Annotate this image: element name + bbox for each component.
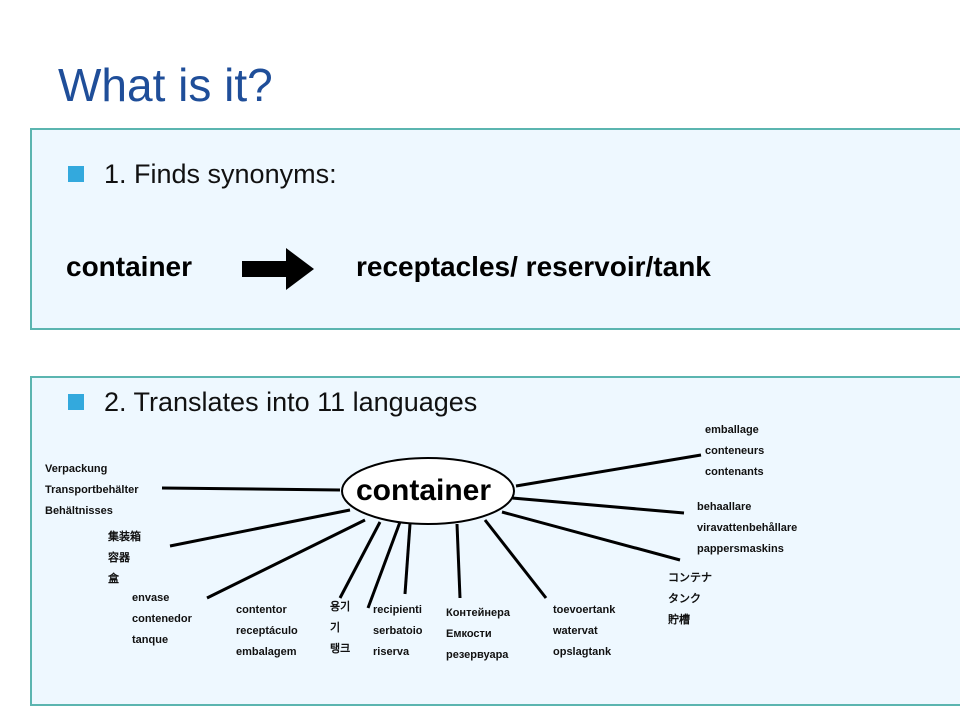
- translation-word: Transportbehälter: [45, 484, 139, 496]
- connector-line-italian: [403, 523, 412, 595]
- translation-word: contenants: [705, 466, 764, 478]
- translation-word: toevoertank: [553, 604, 616, 616]
- connector-line-dutch: [483, 519, 548, 599]
- translation-word: watervat: [553, 625, 598, 637]
- translation-word: Verpackung: [45, 463, 108, 475]
- translation-word: резервуара: [446, 649, 509, 661]
- translation-word: コンテナ: [668, 572, 712, 584]
- translation-word: conteneurs: [705, 445, 765, 457]
- translation-word: tanque: [132, 634, 169, 646]
- connector-line-spanish: [206, 518, 366, 600]
- synonyms-panel: [30, 128, 960, 330]
- translation-word: embalagem: [236, 646, 297, 658]
- translation-group-portuguese: contentor receptáculo embalagem: [236, 600, 298, 663]
- connector-line-swedish: [511, 496, 685, 515]
- translation-word: Behältnisses: [45, 505, 113, 517]
- translation-word: Емкости: [446, 628, 492, 640]
- slide-title: What is it?: [58, 59, 273, 111]
- translation-word: behaallare: [697, 501, 752, 513]
- translation-word: receptáculo: [236, 625, 298, 637]
- connector-line-japanese: [501, 510, 681, 562]
- translation-word: riserva: [373, 646, 410, 658]
- synonyms-heading: 1. Finds synonyms:: [104, 159, 337, 189]
- translation-word: 盒: [108, 573, 119, 585]
- translation-group-swedish: behaallare viravattenbehållare pappersma…: [697, 497, 797, 560]
- translation-word: emballage: [705, 424, 759, 436]
- bullet-square-icon: [68, 166, 84, 182]
- translation-word: Контейнера: [446, 607, 510, 619]
- translation-word: opslagtank: [553, 646, 612, 658]
- center-word: container: [356, 474, 492, 507]
- translation-word: contentor: [236, 604, 287, 616]
- connector-line-chinese: [169, 508, 351, 548]
- translation-word: serbatoio: [373, 625, 423, 637]
- translations-panel: [30, 376, 960, 706]
- connector-line-russian: [455, 523, 462, 599]
- translation-word: contenedor: [132, 613, 192, 625]
- translation-word: 貯槽: [668, 614, 690, 626]
- connector-line-portuguese: [338, 521, 382, 599]
- right-arrow-icon: [242, 248, 314, 290]
- translation-word: タンク: [668, 593, 701, 605]
- translation-word: envase: [132, 592, 170, 604]
- translation-group-french: emballage conteneurs contenants: [705, 420, 764, 483]
- connector-line-french: [515, 453, 702, 488]
- translation-word: 容器: [108, 552, 130, 564]
- translation-group-spanish: envase contenedor tanque: [132, 588, 192, 651]
- translations-heading: 2. Translates into 11 languages: [104, 387, 478, 417]
- translation-group-japanese: コンテナ タンク 貯槽: [668, 568, 712, 631]
- translation-word: 용기: [330, 601, 351, 613]
- translation-word: recipienti: [373, 604, 422, 616]
- translation-word: 탱크: [330, 643, 351, 655]
- source-word: container: [66, 251, 193, 282]
- connector-line-german: [161, 486, 341, 492]
- translation-group-italian: recipienti serbatoio riserva: [373, 600, 423, 663]
- translation-group-chinese: 集装箱 容器 盒: [108, 527, 141, 590]
- synonym-words: receptacles/ reservoir/tank: [356, 251, 711, 282]
- translation-word: viravattenbehållare: [697, 522, 798, 534]
- translation-word: pappersmaskins: [697, 543, 784, 555]
- center-ellipse: [341, 457, 515, 525]
- bullet-square-icon: [68, 394, 84, 410]
- connector-line-korean: [366, 521, 402, 609]
- translation-word: 기: [330, 622, 341, 634]
- translation-group-dutch: toevoertank watervat opslagtank: [553, 600, 615, 663]
- translation-group-korean: 용기 기 탱크: [330, 597, 350, 660]
- translation-group-russian: Контейнера Емкости резервуара: [446, 603, 510, 666]
- translation-word: 集装箱: [108, 531, 141, 543]
- translation-group-german: Verpackung Transportbehälter Behältnisse…: [45, 459, 139, 522]
